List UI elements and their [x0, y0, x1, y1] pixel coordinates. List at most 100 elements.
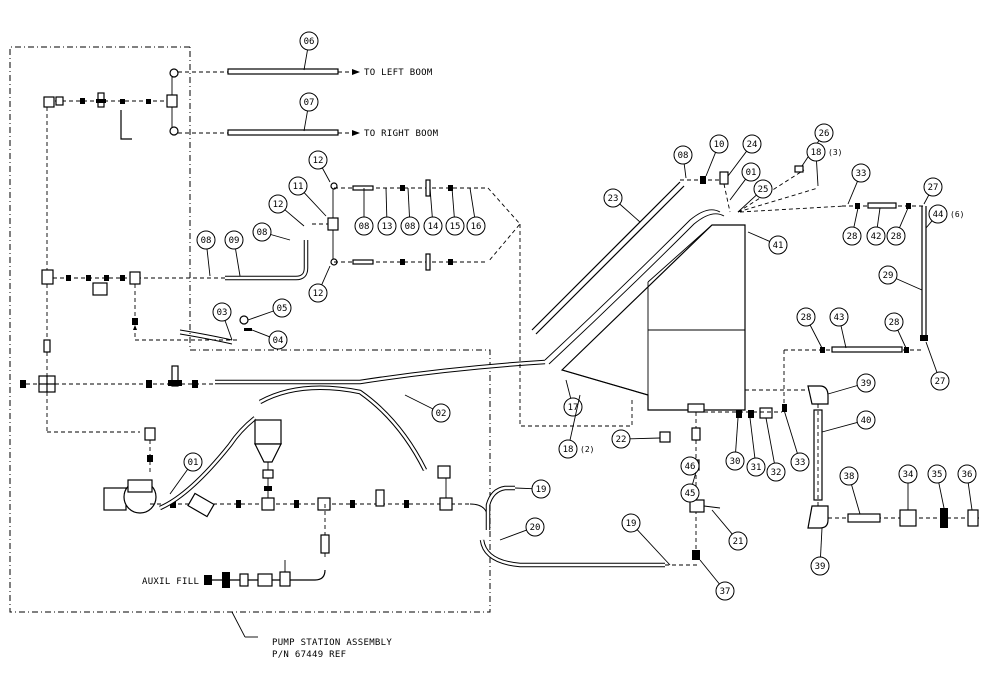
- callout-leader: [407, 187, 410, 218]
- callout-circle: [377, 216, 397, 236]
- callout-balloon: 21: [711, 509, 748, 551]
- callout-leader: [619, 203, 641, 223]
- callout-number: 09: [229, 236, 240, 246]
- callout-circle: [728, 531, 748, 551]
- callout-circle: [525, 517, 545, 537]
- callout-circle: [299, 31, 319, 51]
- callout-circle: [866, 226, 886, 246]
- right-boom-label: TO RIGHT BOOM: [364, 129, 439, 139]
- middle-right-line: [745, 346, 924, 410]
- callout-leader: [899, 207, 909, 228]
- callout-circle: [746, 457, 766, 477]
- callout-number: 03: [217, 308, 228, 318]
- callout-leader: [851, 484, 861, 515]
- callout-number: 40: [861, 416, 872, 426]
- callout-circle: [673, 145, 693, 165]
- callout-leader: [729, 178, 746, 201]
- callout-number: 25: [758, 185, 769, 195]
- callout-balloon: 15: [445, 187, 465, 236]
- pump-station-boundary: [9, 46, 491, 613]
- callout-number: 22: [616, 435, 627, 445]
- callout-number: 44: [933, 210, 944, 220]
- callout-number: 43: [834, 313, 845, 323]
- callout-number: 46: [685, 462, 696, 472]
- callout-circle: [563, 397, 583, 417]
- hose-20: [479, 539, 665, 568]
- callout-leader: [321, 167, 331, 183]
- callout-number: 42: [871, 232, 882, 242]
- callout-number: 05: [277, 304, 288, 314]
- callout-leader: [303, 192, 327, 217]
- callout-circle: [272, 298, 292, 318]
- callout-circle: [400, 216, 420, 236]
- tee-manifold: [312, 179, 521, 271]
- callout-leader: [925, 220, 933, 229]
- callout-number: 28: [801, 313, 812, 323]
- callout-balloon: 44(6): [925, 204, 964, 229]
- callout-leader: [451, 187, 455, 218]
- hose-03: [179, 329, 233, 341]
- callout-number: 38: [844, 472, 855, 482]
- pump-station-label: PUMP STATION ASSEMBLY: [272, 638, 392, 648]
- callout-leader: [897, 330, 907, 349]
- callout-balloon: 19: [514, 479, 551, 499]
- callout-number: 12: [273, 200, 284, 210]
- callout-circle: [856, 410, 876, 430]
- callout-balloon: 32: [765, 417, 786, 482]
- callout-circle: [288, 176, 308, 196]
- callout-leader: [711, 509, 733, 535]
- callout-leader: [206, 248, 211, 277]
- callout-balloon: 28: [796, 307, 823, 349]
- callout-circle: [354, 216, 374, 236]
- callout-number: 23: [608, 194, 619, 204]
- callout-balloon: 18(2): [558, 394, 594, 459]
- callout-circle: [768, 235, 788, 255]
- callout-balloon: 43: [829, 307, 849, 349]
- pump: [103, 427, 470, 518]
- hose-23: [531, 181, 681, 331]
- callout-balloon: 05: [247, 298, 292, 321]
- callout-leader: [809, 324, 823, 349]
- callout-circle: [928, 204, 948, 224]
- strainer: [254, 419, 282, 498]
- auxil-fill-label: AUXIL FILL: [142, 577, 199, 587]
- callout-number: 39: [861, 379, 872, 389]
- callout-circle: [212, 302, 232, 322]
- callout-circle: [299, 92, 319, 112]
- callout-circle: [878, 265, 898, 285]
- callout-leader: [735, 417, 739, 453]
- callout-number: 18: [811, 148, 822, 158]
- callout-number: 12: [313, 289, 324, 299]
- callout-circle: [842, 226, 862, 246]
- callout-circle: [621, 513, 641, 533]
- callout-circle: [930, 371, 950, 391]
- callout-number: 27: [928, 183, 939, 193]
- callout-number: 18: [563, 445, 574, 455]
- callout-leader: [469, 187, 476, 218]
- callout-leader: [783, 409, 798, 454]
- callout-number: 31: [751, 463, 762, 473]
- callout-leader: [303, 110, 308, 132]
- callout-balloon: 08: [400, 187, 420, 236]
- callout-number: 27: [935, 377, 946, 387]
- callout-leader: [692, 471, 697, 485]
- callout-number: 41: [773, 241, 784, 251]
- callout-circle: [927, 464, 947, 484]
- callout-balloon: 39: [827, 373, 876, 395]
- callout-circle: [856, 373, 876, 393]
- left-boom-label: TO LEFT BOOM: [364, 68, 433, 78]
- callout-number: 26: [819, 129, 830, 139]
- callout-circle: [709, 134, 729, 154]
- callout-leader: [896, 278, 923, 291]
- callout-circle: [268, 330, 288, 350]
- callout-circle: [680, 456, 700, 476]
- part-04: [244, 328, 252, 331]
- callout-balloon: 24: [727, 134, 762, 177]
- callout-circle: [851, 163, 871, 183]
- callout-leader: [699, 559, 720, 585]
- callout-circle: [680, 483, 700, 503]
- callout-circle: [790, 452, 810, 472]
- callout-leader: [224, 320, 233, 341]
- callout-balloon: 29: [878, 265, 923, 291]
